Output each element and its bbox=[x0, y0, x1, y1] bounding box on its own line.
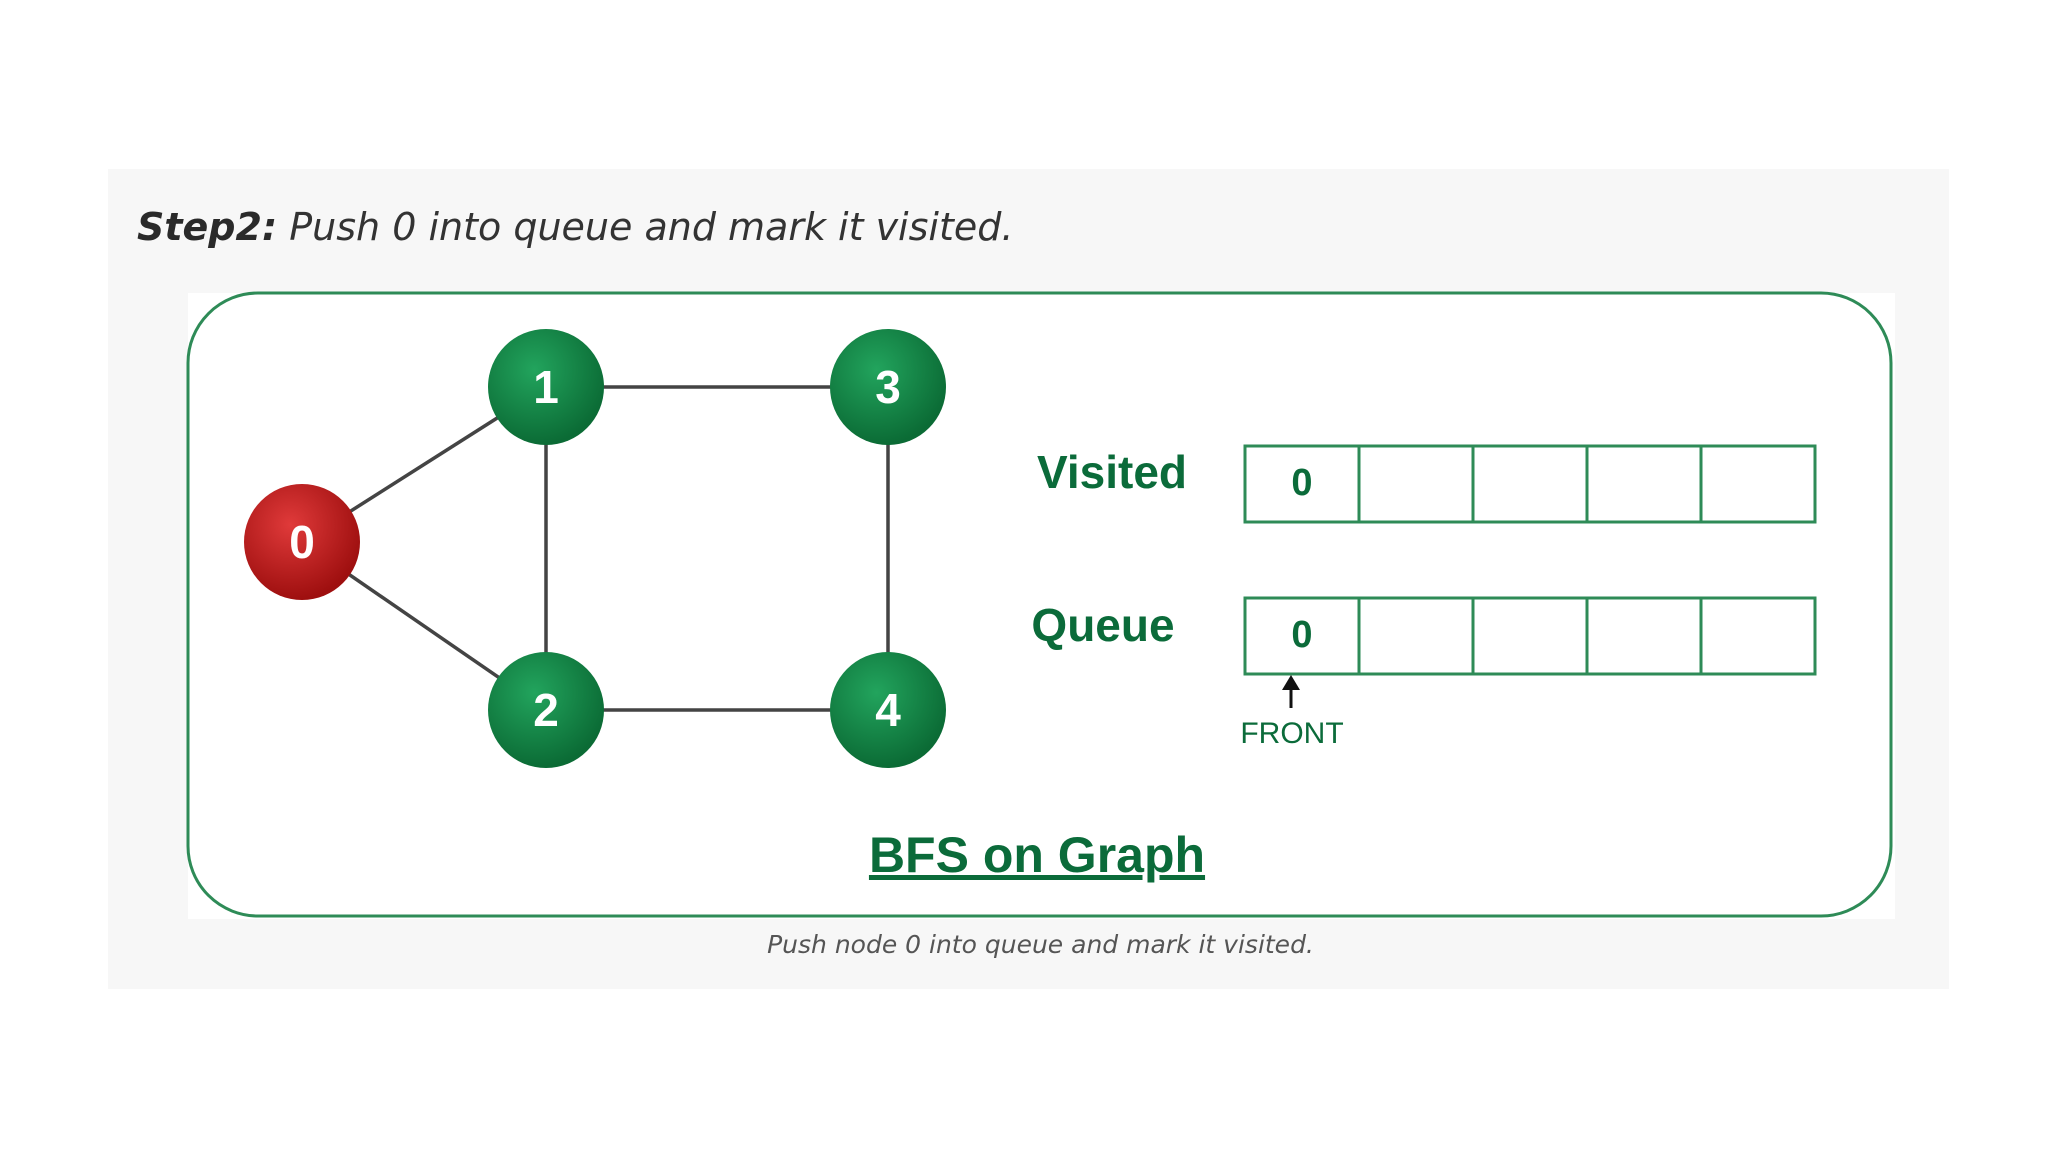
visited-cell bbox=[1585, 444, 1703, 524]
visited-label: Visited bbox=[1037, 446, 1187, 498]
node-label: 1 bbox=[533, 361, 559, 413]
queue-cell-value: 0 bbox=[1291, 614, 1312, 656]
step-heading: Step2: Push 0 into queue and mark it vis… bbox=[137, 203, 1013, 251]
diagram-title: BFS on Graph bbox=[869, 827, 1205, 883]
queue-cell bbox=[1585, 596, 1703, 676]
queue-cell bbox=[1357, 596, 1475, 676]
graph-node-4: 4 bbox=[830, 652, 946, 768]
figure-caption: Push node 0 into queue and mark it visit… bbox=[767, 930, 1314, 959]
graph-node-3: 3 bbox=[830, 329, 946, 445]
node-label: 2 bbox=[533, 684, 559, 736]
visited-cell bbox=[1699, 444, 1817, 524]
visited-cell-value: 0 bbox=[1291, 462, 1312, 504]
node-label: 4 bbox=[875, 684, 901, 736]
queue-array: 0 bbox=[1243, 596, 1817, 676]
node-circle bbox=[244, 484, 360, 600]
front-label: FRONT bbox=[1240, 717, 1343, 750]
graph-node-1: 1 bbox=[488, 329, 604, 445]
visited-cell bbox=[1471, 444, 1589, 524]
diagram-frame bbox=[186, 291, 1893, 918]
visited-cell bbox=[1243, 444, 1361, 524]
graph-node-2: 2 bbox=[488, 652, 604, 768]
visited-array: 0 bbox=[1243, 444, 1817, 524]
node-circle bbox=[830, 652, 946, 768]
queue-cell bbox=[1471, 596, 1589, 676]
queue-cell bbox=[1243, 596, 1361, 676]
visited-cell bbox=[1357, 444, 1475, 524]
node-label: 3 bbox=[875, 361, 901, 413]
graph-node-0: 0 bbox=[244, 484, 360, 600]
node-circle bbox=[488, 652, 604, 768]
queue-label: Queue bbox=[1031, 599, 1174, 651]
node-label: 0 bbox=[289, 516, 315, 568]
graph-nodes: 0 1 2 3 4 bbox=[244, 329, 946, 768]
graph-edges bbox=[301, 385, 890, 712]
front-arrow-icon bbox=[1282, 675, 1300, 708]
step-text: Push 0 into queue and mark it visited. bbox=[277, 205, 1014, 249]
node-circle bbox=[488, 329, 604, 445]
step-label: Step2: bbox=[137, 205, 278, 249]
queue-cell bbox=[1699, 596, 1817, 676]
node-circle bbox=[830, 329, 946, 445]
